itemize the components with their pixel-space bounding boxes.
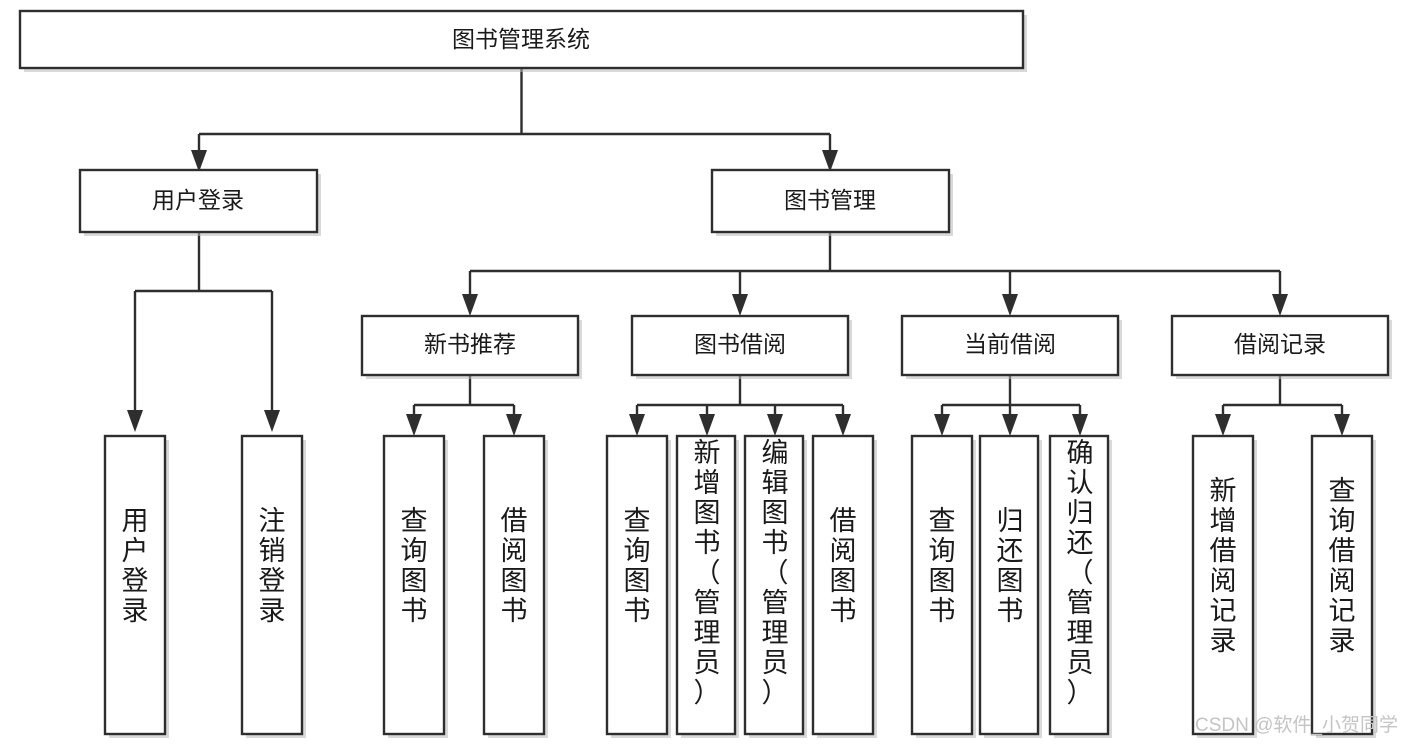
node-leaf-return-book-label: 归还图书	[997, 506, 1024, 626]
node-leaf-return-book-box	[978, 434, 1040, 736]
node-leaf-confirm-return-label: 确认归还（管理员）	[1067, 438, 1094, 708]
node-book-management-label: 图书管理	[784, 187, 876, 213]
node-leaf-borrow-book-2-box	[811, 434, 875, 736]
node-leaf-query-record[interactable]: 查询借阅记录	[1310, 434, 1376, 738]
watermark-label: CSDN @软件_小贺同学	[1195, 714, 1398, 736]
node-leaf-return-book[interactable]: 归还图书	[978, 434, 1042, 738]
node-new-book-recommend[interactable]: 新书推荐	[360, 314, 582, 379]
arrow-head-user-login	[191, 150, 207, 172]
connector-user-login-bus	[133, 232, 274, 412]
node-leaf-query-record-box	[1310, 434, 1374, 736]
node-leaf-logout[interactable]: 注销登录	[240, 434, 306, 738]
node-leaf-query-book-2-box	[605, 434, 669, 736]
node-leaf-confirm-return[interactable]: 确认归还（管理员）	[1048, 434, 1112, 738]
connector-layer	[127, 68, 1350, 436]
node-leaf-query-book-1-box	[382, 434, 446, 736]
arrow-head-leaf-query-book-1	[406, 414, 422, 436]
node-leaf-query-book-1[interactable]: 查询图书	[382, 434, 448, 738]
node-leaf-add-record-box	[1191, 434, 1255, 736]
node-leaf-query-book-3-box	[910, 434, 974, 736]
node-leaf-logout-box	[240, 434, 304, 736]
connector-borrow-record-bus	[1221, 375, 1344, 416]
node-leaf-query-book-2[interactable]: 查询图书	[605, 434, 671, 738]
connector-root-to-level2-bus	[197, 68, 832, 158]
node-leaf-user-login[interactable]: 用户登录	[103, 434, 169, 738]
arrow-head-book-management	[822, 150, 838, 172]
node-leaf-query-record-label: 查询借阅记录	[1329, 476, 1356, 656]
node-leaf-add-book-box	[675, 434, 737, 736]
arrow-head-leaf-add-record	[1215, 414, 1231, 436]
node-leaf-borrow-book-1-box	[482, 434, 546, 736]
node-user-login[interactable]: 用户登录	[78, 168, 321, 236]
connector-new-book-recommend-bus	[412, 375, 516, 416]
node-leaf-borrow-book-1-label: 借阅图书	[501, 506, 528, 626]
node-user-login-label: 用户登录	[152, 187, 244, 213]
node-book-management-box	[710, 168, 951, 234]
node-leaf-confirm-return-box	[1048, 434, 1110, 736]
node-book-management[interactable]: 图书管理	[710, 168, 953, 236]
arrow-head-new-book-recommend	[462, 294, 478, 316]
node-leaf-edit-book-label: 编辑图书（管理员）	[762, 438, 789, 708]
arrow-head-leaf-query-record	[1334, 414, 1350, 436]
node-leaf-edit-book[interactable]: 编辑图书（管理员）	[743, 434, 807, 738]
arrow-head-book-borrow	[732, 294, 748, 316]
arrow-head-leaf-logout	[264, 410, 280, 432]
node-leaf-query-book-2-label: 查询图书	[624, 506, 651, 626]
node-book-borrow-box	[630, 314, 850, 377]
node-leaf-user-login-box	[103, 434, 167, 736]
arrow-head-leaf-edit-book	[767, 414, 783, 436]
node-current-borrow[interactable]: 当前借阅	[900, 314, 1122, 379]
arrow-head-leaf-borrow-book-1	[506, 414, 522, 436]
node-user-login-box	[78, 168, 319, 234]
node-current-borrow-label: 当前借阅	[964, 331, 1056, 357]
node-leaf-add-book[interactable]: 新增图书（管理员）	[675, 434, 739, 738]
node-leaf-query-book-3-label: 查询图书	[929, 506, 956, 626]
node-leaf-user-login-label: 用户登录	[122, 506, 149, 626]
node-borrow-record[interactable]: 借阅记录	[1170, 314, 1392, 379]
node-leaf-borrow-book-2[interactable]: 借阅图书	[811, 434, 877, 738]
connector-current-borrow-bus	[940, 375, 1082, 416]
node-leaf-edit-book-box	[743, 434, 805, 736]
connector-book-borrow-bus	[635, 375, 845, 416]
node-borrow-record-box	[1170, 314, 1390, 377]
leaf-layer: 用户登录 注销登录 查询图书 借阅图书 查询图书 新增图书（管理员）	[103, 434, 1376, 738]
arrow-head-leaf-return-book	[1002, 414, 1018, 436]
node-leaf-logout-label: 注销登录	[259, 506, 286, 626]
arrow-head-leaf-add-book	[699, 414, 715, 436]
node-leaf-query-book-1-label: 查询图书	[401, 506, 428, 626]
node-leaf-add-book-label: 新增图书（管理员）	[694, 438, 721, 708]
node-root-box	[18, 9, 1025, 70]
node-new-book-recommend-label: 新书推荐	[424, 331, 516, 357]
connector-book-management-bus	[468, 232, 1282, 296]
node-root[interactable]: 图书管理系统	[18, 9, 1027, 72]
arrow-head-leaf-user-login	[127, 410, 143, 432]
node-leaf-borrow-book-1[interactable]: 借阅图书	[482, 434, 548, 738]
node-root-label: 图书管理系统	[452, 26, 590, 52]
arrow-head-leaf-borrow-book-2	[835, 414, 851, 436]
node-leaf-add-record[interactable]: 新增借阅记录	[1191, 434, 1257, 738]
arrow-head-leaf-confirm-return	[1072, 414, 1088, 436]
node-new-book-recommend-box	[360, 314, 580, 377]
arrow-head-leaf-query-book-3	[934, 414, 950, 436]
arrow-head-leaf-query-book-2	[629, 414, 645, 436]
node-leaf-borrow-book-2-label: 借阅图书	[830, 506, 857, 626]
node-leaf-query-book-3[interactable]: 查询图书	[910, 434, 976, 738]
node-current-borrow-box	[900, 314, 1120, 377]
node-borrow-record-label: 借阅记录	[1234, 331, 1326, 357]
arrow-head-borrow-record	[1272, 294, 1288, 316]
node-book-borrow-label: 图书借阅	[694, 331, 786, 357]
node-book-borrow[interactable]: 图书借阅	[630, 314, 852, 379]
arrow-head-current-borrow	[1002, 294, 1018, 316]
node-leaf-add-record-label: 新增借阅记录	[1210, 476, 1237, 656]
